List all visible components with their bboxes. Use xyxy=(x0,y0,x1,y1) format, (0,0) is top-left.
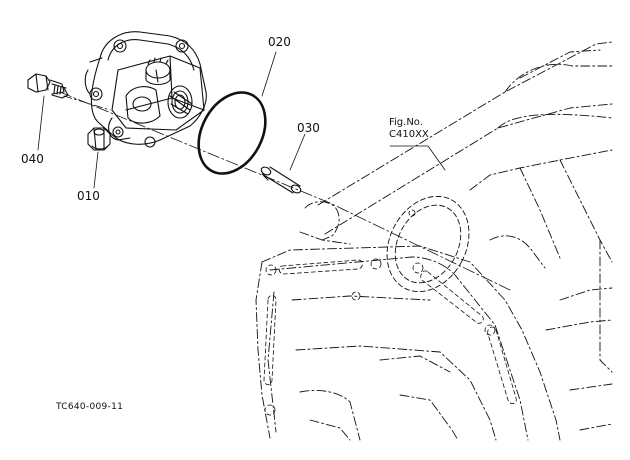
fig-no-label: Fig.No. xyxy=(389,117,423,128)
case-flange-details xyxy=(263,209,517,416)
bolt-040 xyxy=(27,73,69,99)
assembly-center-line xyxy=(59,91,511,291)
o-ring-020 xyxy=(197,91,267,175)
transmission-case-outline xyxy=(255,41,613,441)
fitting-010 xyxy=(87,127,111,151)
part-number-020: 020 xyxy=(268,35,291,49)
mounting-bore-outline xyxy=(386,195,470,293)
leader-020 xyxy=(261,51,277,97)
part-number-030: 030 xyxy=(297,121,320,135)
bolt-center-line xyxy=(63,95,111,111)
hydraulic-pump xyxy=(84,31,207,148)
leader-010 xyxy=(93,151,99,189)
fig-no-value: C410XX xyxy=(389,129,429,140)
drawing-code: TC640-009-11 xyxy=(56,402,124,412)
part-number-040: 040 xyxy=(21,152,44,166)
figure-reference: Fig.No. C410XX xyxy=(389,117,429,141)
leader-040 xyxy=(37,95,45,151)
fig-ref-leader-line xyxy=(389,145,446,171)
part-number-010: 010 xyxy=(77,189,100,203)
pipe-030 xyxy=(260,166,302,194)
leader-030 xyxy=(289,133,306,171)
